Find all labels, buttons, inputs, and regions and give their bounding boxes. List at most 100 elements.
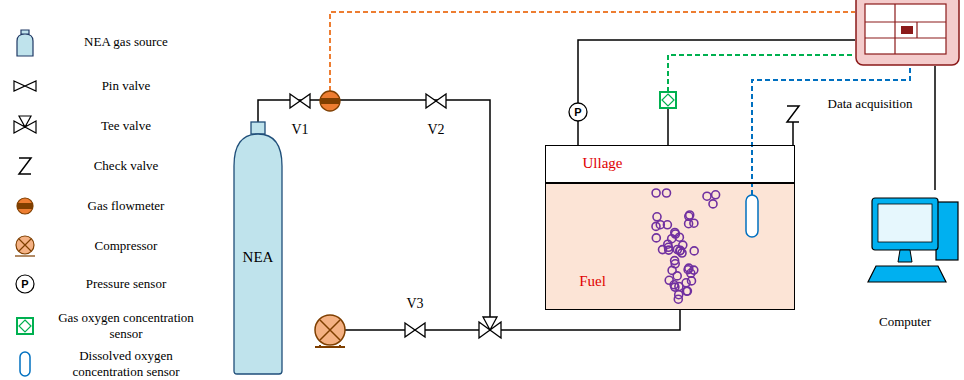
tee-valve — [479, 317, 501, 338]
bubble — [675, 233, 683, 241]
legend-text: Check valve — [52, 158, 200, 174]
bubble — [683, 287, 691, 295]
computer-monitor — [872, 198, 938, 250]
rect-shape — [660, 92, 676, 108]
bubble — [690, 219, 698, 227]
node-label: Ullage — [583, 155, 623, 172]
legend-flowmeter — [17, 198, 33, 214]
path-shape — [320, 320, 340, 340]
data-acquisition-box: Data acquisition — [855, 0, 960, 66]
bubble — [690, 247, 698, 255]
legend-compressor — [15, 236, 35, 256]
fuel-region: Fuel — [545, 183, 795, 310]
bubble — [670, 281, 678, 289]
dissolved-o2-signal-line — [752, 66, 910, 195]
path-shape — [15, 255, 35, 256]
circle-shape — [315, 315, 345, 345]
bubble — [652, 234, 660, 242]
check-valve — [787, 106, 799, 145]
circle-shape — [17, 198, 33, 214]
legend-text: Tee valve — [52, 118, 200, 134]
cylinder-outline — [228, 122, 288, 375]
legend-text: NEA gas source — [52, 34, 200, 50]
valve-name: V3 — [406, 296, 423, 312]
bubble — [652, 189, 660, 197]
node-label: Computer — [879, 315, 931, 330]
legend-check-valve — [19, 158, 31, 174]
bubble — [671, 229, 679, 237]
bubble — [663, 221, 671, 229]
node-label: Fuel — [579, 273, 606, 290]
legend-text: Dissolved oxygen concentration sensor — [52, 348, 200, 379]
rect-shape — [320, 98, 340, 104]
cylinder-neck — [251, 122, 265, 134]
legend-dissolved-sensor — [20, 352, 30, 376]
daq-grid — [865, 4, 946, 54]
computer-screen — [878, 204, 932, 242]
legend-text: Gas flowmeter — [52, 198, 200, 214]
daq-indicator — [901, 26, 913, 34]
path-shape — [19, 239, 31, 251]
daq-frame — [856, 0, 959, 65]
node-label: Data acquisition — [828, 97, 913, 112]
legend-cylinder — [17, 30, 33, 56]
sensor-letter: P — [21, 278, 28, 291]
legend-text: Compressor — [52, 238, 200, 254]
bubble — [674, 295, 682, 303]
rect-shape — [17, 203, 33, 209]
sensor-letter: P — [574, 106, 581, 119]
pin-valve-v1 — [290, 94, 310, 108]
bubble — [703, 192, 711, 200]
computer-icon: Computer — [868, 190, 960, 295]
bubble — [683, 287, 691, 295]
legend-text: Gas oxygen concentration sensor — [52, 310, 200, 341]
bubble — [673, 272, 681, 280]
legend-icons — [14, 30, 36, 376]
computer-tower — [936, 202, 958, 260]
circle-shape — [16, 236, 34, 254]
bubble — [663, 189, 671, 197]
computer-outline — [868, 190, 960, 295]
cylinder-body — [234, 134, 282, 374]
legend-gas-o2-sensor — [17, 318, 33, 334]
computer-keyboard — [868, 266, 946, 282]
ullage-region: Ullage — [545, 145, 795, 183]
path-shape — [787, 106, 799, 122]
circle-shape — [320, 91, 340, 111]
daq-outline — [855, 0, 960, 66]
fuel-fill — [545, 183, 795, 310]
pin-valve-v2 — [426, 94, 446, 108]
path-shape — [315, 345, 345, 347]
pin-valve-v3 — [405, 323, 425, 337]
gas-sensor-tap — [667, 108, 669, 145]
bubble — [712, 191, 720, 199]
valve-name: V2 — [427, 122, 444, 138]
rect-shape — [17, 318, 33, 334]
pressure-signal-line — [578, 40, 855, 103]
bubble — [671, 260, 679, 268]
gas-o2-sensor — [660, 92, 676, 108]
path-shape — [662, 94, 674, 106]
bubble — [682, 279, 690, 287]
node-label: NEA — [243, 249, 274, 266]
bubble — [673, 246, 681, 254]
daq-screen — [865, 4, 946, 54]
pressure-tap — [577, 121, 579, 145]
path-shape — [19, 320, 31, 332]
gas-o2-signal-line — [668, 55, 855, 92]
legend-text: Pin valve — [52, 78, 200, 94]
bubble — [653, 213, 661, 221]
legend-pressure-sensor — [16, 275, 34, 293]
computer-stand — [898, 250, 912, 262]
bubble — [709, 200, 717, 208]
bubble — [659, 246, 667, 254]
valve-name: V1 — [291, 122, 308, 138]
bubbles — [652, 189, 720, 303]
dissolved-o2-sensor — [746, 195, 758, 237]
legend-pin-valve — [14, 81, 36, 91]
gas-flowmeter — [320, 91, 340, 111]
pressure-sensor — [569, 103, 587, 121]
legend-text: Pressure sensor — [52, 276, 200, 292]
bubble — [665, 276, 673, 284]
